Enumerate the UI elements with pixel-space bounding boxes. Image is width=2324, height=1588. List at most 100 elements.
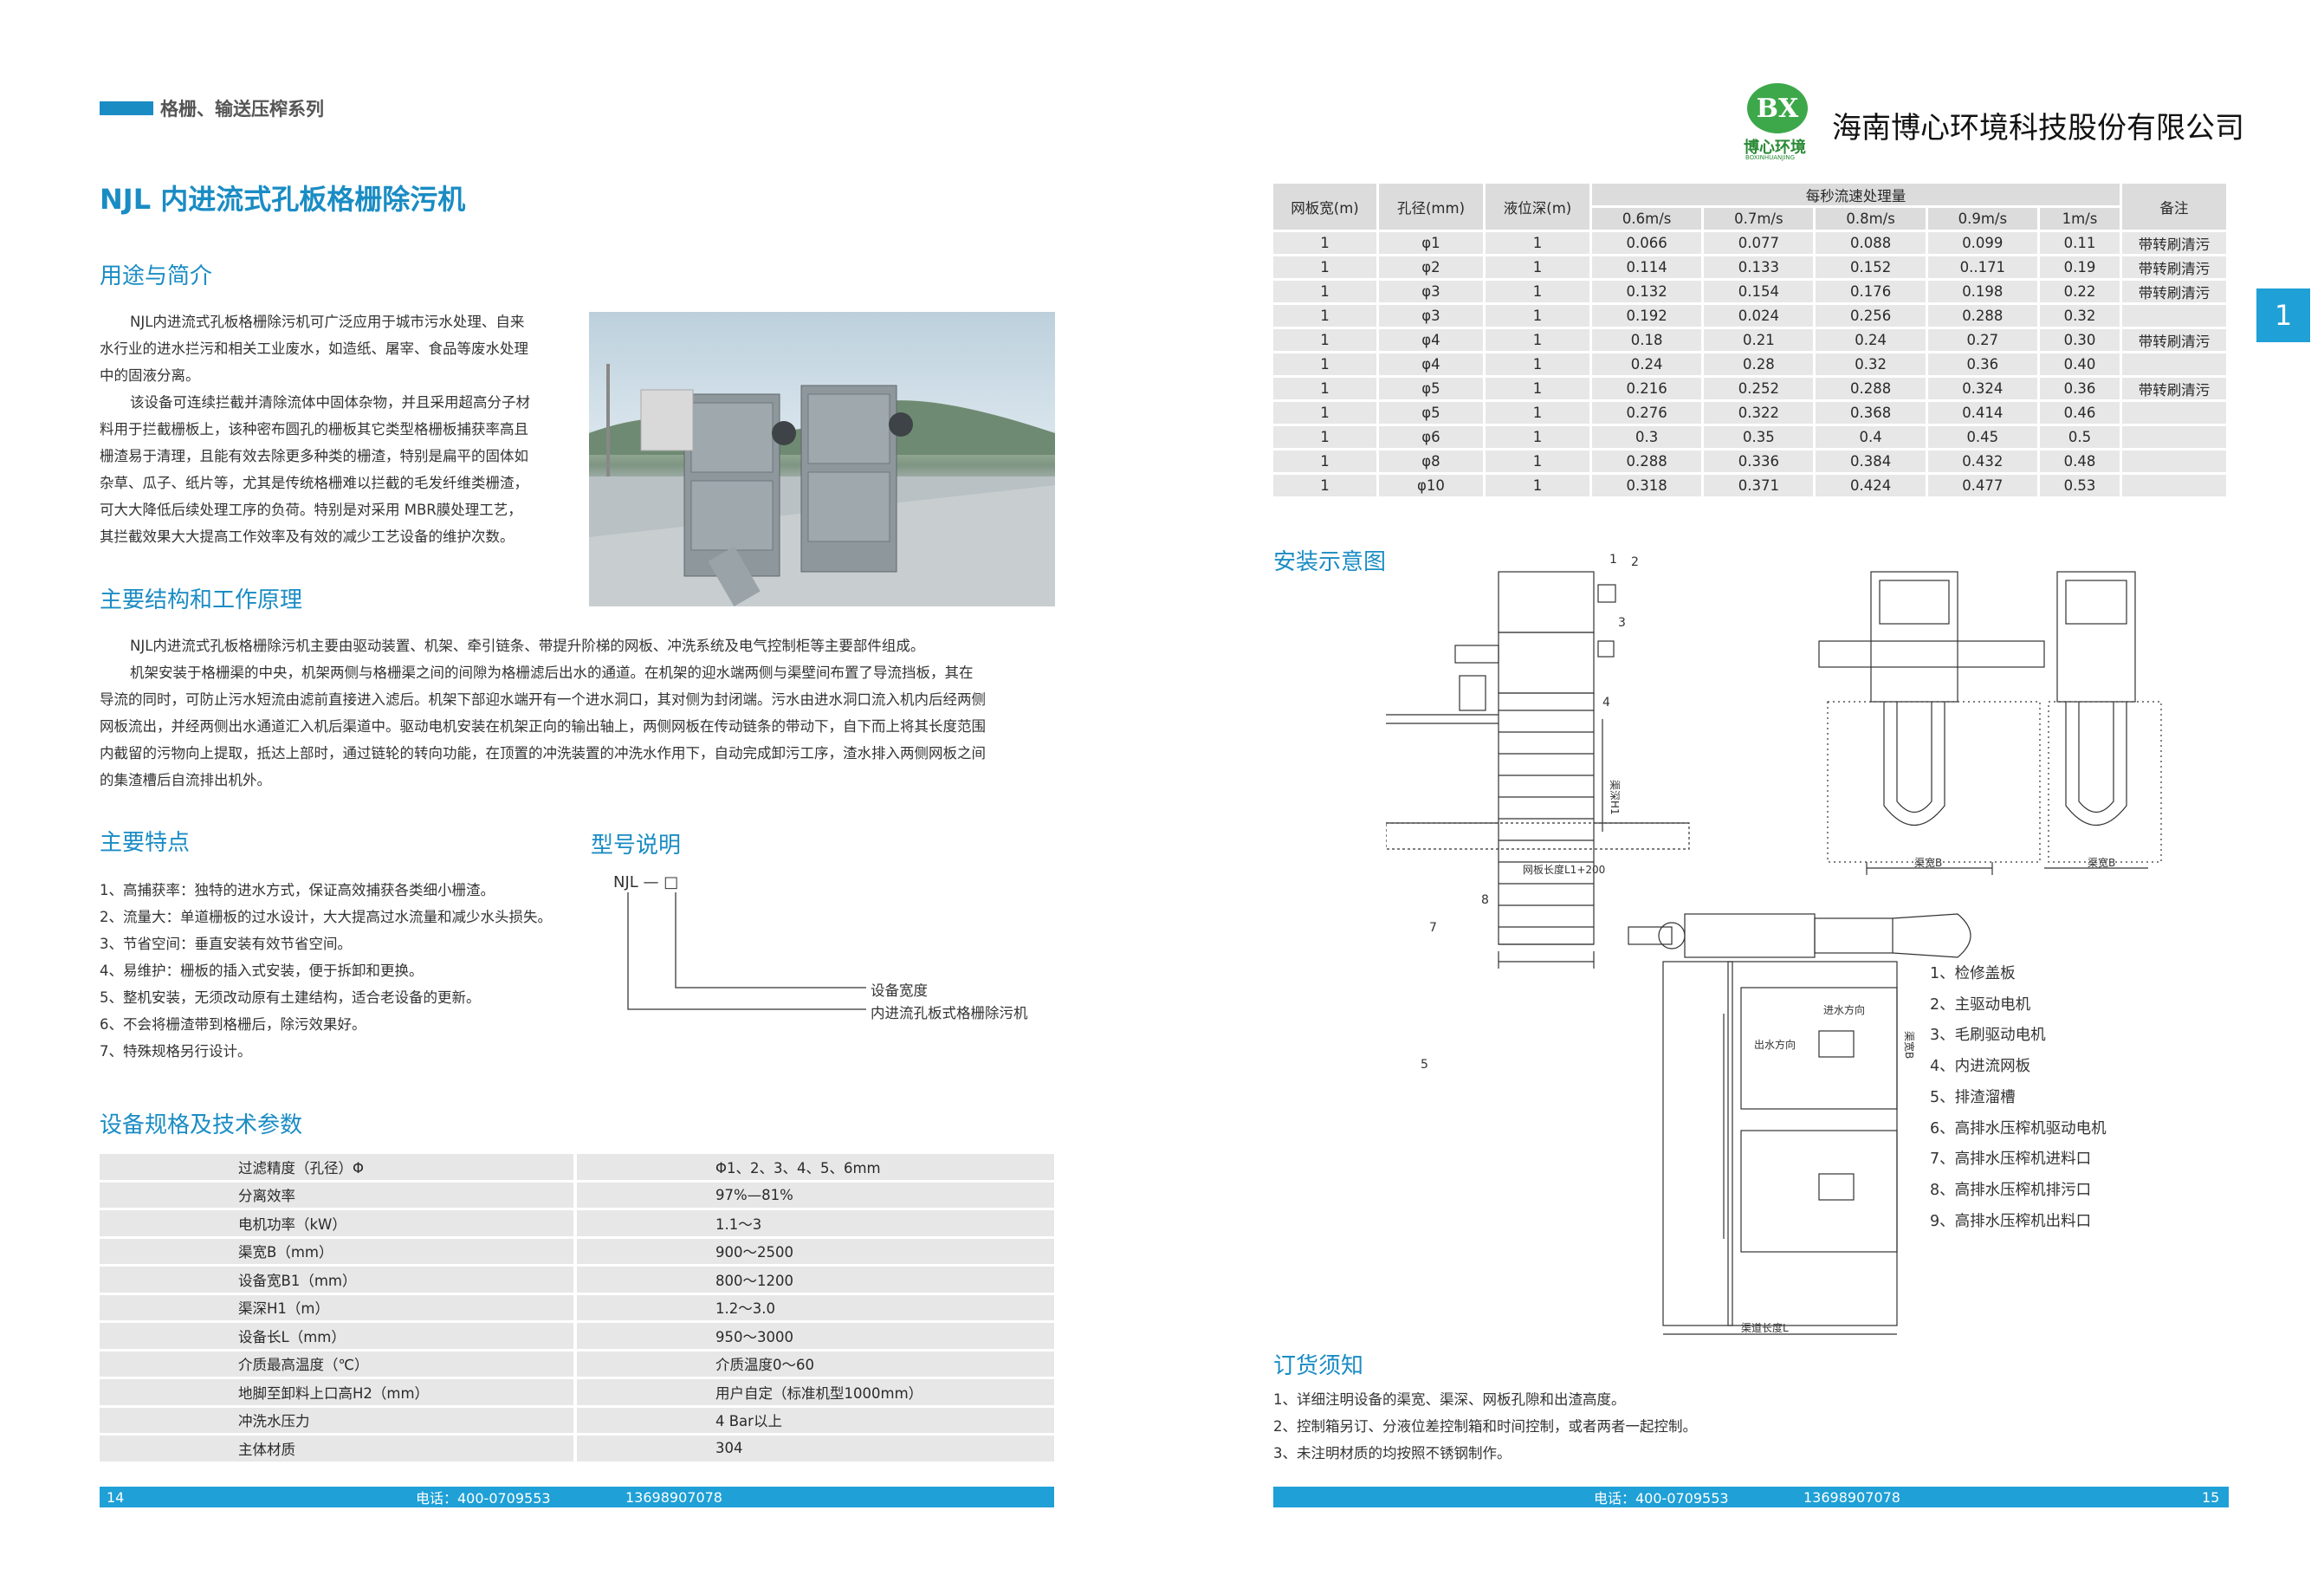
page-title: NJL 内进流式孔板格栅除污机 [100,183,466,216]
intro-line: 水行业的进水拦污和相关工业废水，如造纸、屠宰、食品等废水处理 [100,340,528,357]
legend-item: 7、高排水压榨机进料口 [1930,1150,2092,1169]
table-cell: 1 [1486,378,1592,399]
intro-line: NJL内进流式孔板格栅除污机可广泛应用于城市污水处理、自来 [130,314,525,330]
table-cell: 1 [1486,402,1592,424]
structure-line: NJL内进流式孔板格栅除污机主要由驱动装置、机架、牵引链条、带提升阶梯的网板、冲… [130,638,925,654]
intro-line: 杂草、瓜子、纸片等，尤其是传统格栅难以拦截的毛发纤维类栅渣， [100,475,528,491]
table-cell: 0.414 [1927,402,2040,424]
table-cell: 1 [1273,402,1379,424]
intro-line: 该设备可连续拦截并清除流体中固体杂物，并且采用超高分子材 [130,394,530,411]
table-cell: 0.066 [1592,232,1705,254]
table-cell: 0.36 [2039,378,2122,399]
spec-key: 过滤精度（孔径）Φ [100,1154,573,1180]
table-cell: 0.154 [1704,281,1816,302]
feature-item: 7、特殊规格另行设计。 [100,1043,252,1060]
table-cell: 0.19 [2039,256,2122,278]
callout-8: 8 [1481,893,1489,907]
table-cell: 0.384 [1816,450,1928,472]
table-cell [2122,402,2229,424]
table-cell: 带转刷清污 [2122,329,2229,351]
table-cell: 0.45 [1927,426,2040,448]
structure-line: 导流的同时，可防止污水短流由滤前直接进入滤后。机架下部迎水端开有一个进水洞口，其… [100,691,986,708]
table-cell: 0.324 [1927,378,2040,399]
features-heading: 主要特点 [100,830,191,856]
table-cell: 1 [1486,281,1592,302]
order-heading: 订货须知 [1273,1353,1364,1379]
table-cell: 0.152 [1816,256,1928,278]
spec-key: 地脚至卸料上口高H2（mm） [100,1379,573,1405]
table-cell: 0.322 [1704,402,1816,424]
spec-value: 用户自定（标准机型1000mm） [577,1379,1054,1405]
table-cell: 0.276 [1592,402,1705,424]
company-logo: BX 博心环境 BOXINHUANJING [1737,76,1823,163]
legend-list: 1、检修盖板 2、主驱动电机 3、毛刷驱动电机 4、内进流网板 5、排渣溜槽 6… [1930,959,2107,1237]
table-cell [2122,353,2229,375]
table-cell: 1 [1486,232,1592,254]
table-cell: φ8 [1379,450,1486,472]
dim-depth-label: 渠深H1 [1609,780,1621,815]
dim-length-label: 网板长度L1+200 [1523,863,1605,876]
company-name: 海南博心环境科技股份有限公司 [1832,111,2244,146]
table-cell: 0.18 [1592,329,1705,351]
table-cell: 0.424 [1816,475,1928,496]
intro-line: 栅渣易于清理，且能有效去除更多种类的栅渣，特别是扁平的固体如 [100,448,528,464]
model-diagram [627,892,866,1010]
table-cell: 0.4 [1816,426,1928,448]
table-cell: 0.256 [1816,305,1928,327]
feature-item: 3、节省空间：垂直安装有效节省空间。 [100,936,352,952]
feature-item: 1、高捕获率：独特的进水方式，保证高效捕获各类细小栅渣。 [100,882,495,898]
table-cell: 0.22 [2039,281,2122,302]
table-cell: 0.288 [1592,450,1705,472]
feature-item: 2、流量大：单道栅板的过水设计，大大提高过水流量和减少水头损失。 [100,909,552,925]
spec-row: 渠深H1（m）1.2～3.0 [100,1294,1054,1320]
spec-key: 设备长L（mm） [100,1323,573,1349]
callout-5: 5 [1421,1058,1428,1072]
table-cell: 0.088 [1816,232,1928,254]
table-cell: 1 [1273,353,1379,375]
table-cell: 0.114 [1592,256,1705,278]
footer-phone: 电话：400-0709553 [1594,1490,1729,1507]
table-cell: φ3 [1379,281,1486,302]
series-marker-bar [100,101,153,115]
table-cell: 0.099 [1927,232,2040,254]
table-cell: 0.252 [1704,378,1816,399]
table-cell: 0.32 [1816,353,1928,375]
speed-header: 1m/s [2039,208,2122,230]
spec-row: 渠宽B（mm）900～2500 [100,1238,1054,1264]
order-item: 2、控制箱另订、分液位差控制箱和时间控制，或者两者一起控制。 [1273,1418,1697,1435]
table-cell: 1 [1273,232,1379,254]
callout-2: 2 [1631,555,1639,569]
table-cell: 0.192 [1592,305,1705,327]
legend-item: 1、检修盖板 [1930,965,2016,982]
features-list: 1、高捕获率：独特的进水方式，保证高效捕获各类细小栅渣。 2、流量大：单道栅板的… [100,877,602,1065]
page-number: 14 [107,1488,125,1506]
feature-item: 4、易维护：栅板的插入式安装，便于拆卸和更换。 [100,963,424,979]
spec-key: 分离效率 [100,1182,573,1208]
table-cell: 1 [1273,475,1379,496]
table-cell: 0.336 [1704,450,1816,472]
intro-line: 可大大降低后续处理工序的负荷。特别是对采用 MBR膜处理工艺， [100,502,522,518]
table-cell: 0.024 [1704,305,1816,327]
spec-row: 介质最高温度（℃）介质温度0～60 [100,1351,1054,1377]
legend-item: 2、主驱动电机 [1930,995,2031,1014]
channel-length-label: 渠道长度L [1741,1321,1789,1334]
right-footer: 电话：400-0709553 13698907078 15 [1273,1487,2229,1507]
table-cell: 带转刷清污 [2122,378,2229,399]
flow-in-label: 进水方向 [1823,1003,1865,1016]
table-cell: 0.28 [1704,353,1816,375]
table-cell: 0.24 [1816,329,1928,351]
spec-key: 设备宽B1（mm） [100,1267,573,1293]
col-header: 备注 [2122,184,2229,230]
spec-key: 介质最高温度（℃） [100,1351,573,1377]
table-cell: 0.133 [1704,256,1816,278]
table-cell: 0.27 [1927,329,2040,351]
install-heading: 安装示意图 [1273,549,1387,575]
